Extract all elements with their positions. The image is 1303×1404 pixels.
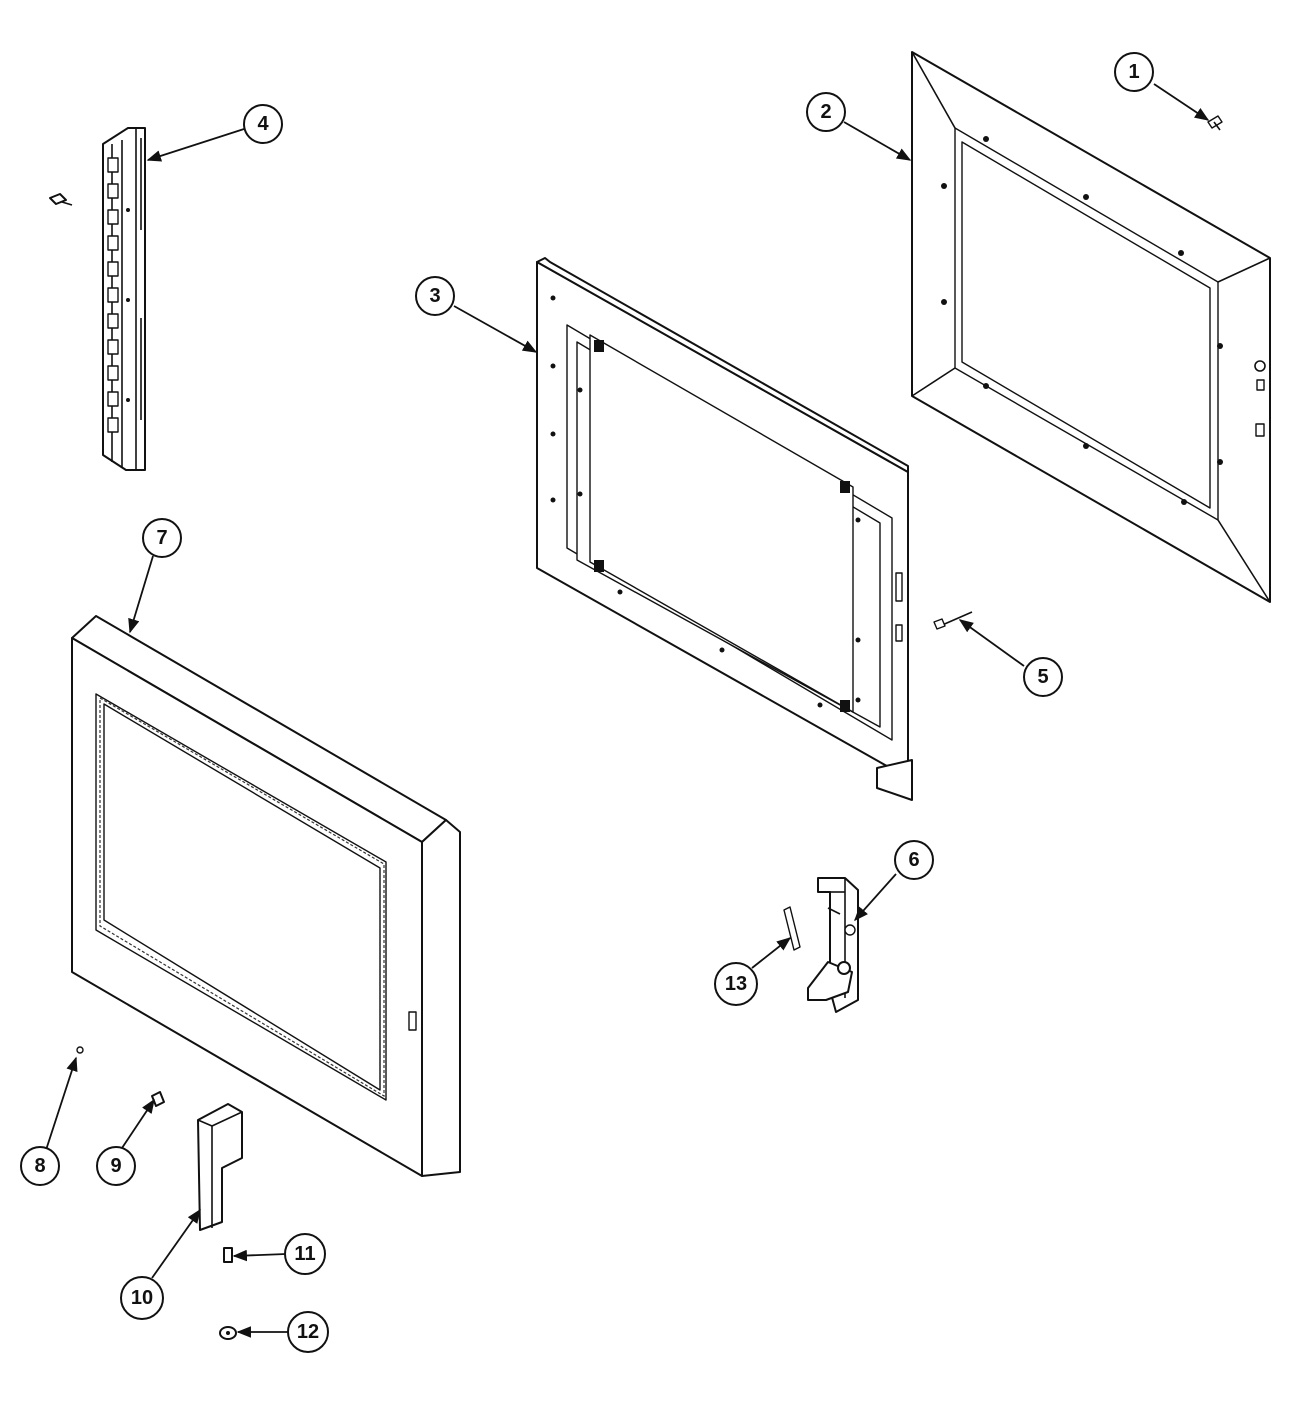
- svg-text:6: 6: [908, 849, 919, 871]
- svg-text:10: 10: [131, 1287, 153, 1309]
- svg-text:12: 12: [297, 1321, 319, 1343]
- callout-5: 5: [1023, 657, 1063, 697]
- part-1-screw: [1207, 115, 1223, 131]
- part-2-outer-frame: [911, 51, 1271, 603]
- callout-3: 3: [415, 276, 455, 316]
- part-3-inner-frame: [536, 257, 913, 801]
- hinge-screw: [49, 193, 73, 206]
- callout-10: 10: [120, 1276, 164, 1320]
- svg-text:3: 3: [429, 285, 440, 307]
- svg-text:2: 2: [820, 101, 831, 123]
- callout-4: 4: [243, 104, 283, 144]
- callout-2: 2: [806, 92, 846, 132]
- svg-text:1: 1: [1128, 61, 1139, 83]
- svg-text:8: 8: [34, 1155, 45, 1177]
- svg-text:4: 4: [257, 113, 269, 135]
- part-12-nut: [219, 1326, 237, 1340]
- part-9-pin: [151, 1091, 165, 1107]
- svg-text:13: 13: [725, 973, 747, 995]
- svg-text:5: 5: [1037, 666, 1048, 688]
- callout-11: 11: [284, 1233, 326, 1275]
- part-7-door-panel: [71, 615, 461, 1177]
- part-11-screw: [223, 1247, 233, 1263]
- callout-6: 6: [894, 840, 934, 880]
- callout-9: 9: [96, 1146, 136, 1186]
- callout-12: 12: [287, 1311, 329, 1353]
- part-5-pin: [933, 611, 973, 630]
- callout-8: 8: [20, 1146, 60, 1186]
- callout-1: 1: [1114, 52, 1154, 92]
- part-13-spring: [783, 906, 801, 951]
- part-4-hinge-strip: [102, 127, 146, 471]
- callout-7: 7: [142, 518, 182, 558]
- leader-lines: [45, 83, 1210, 1338]
- part-8-screw: [76, 1046, 84, 1054]
- part-6-latch-assembly: [807, 877, 859, 1013]
- svg-text:9: 9: [110, 1155, 121, 1177]
- part-10-handle: [197, 1103, 243, 1231]
- callout-13: 13: [714, 962, 758, 1006]
- svg-text:7: 7: [156, 527, 167, 549]
- svg-text:11: 11: [294, 1243, 315, 1265]
